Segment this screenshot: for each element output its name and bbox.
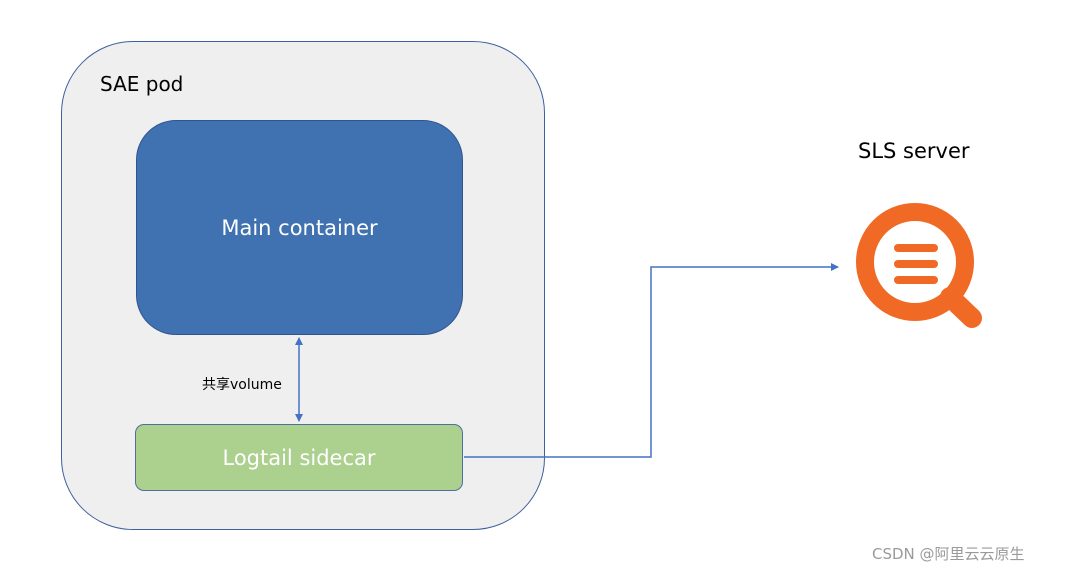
watermark: CSDN @阿里云云原生 [872,545,1025,563]
sls-magnifier-icon [856,203,982,328]
main-container-label: Main container [221,215,378,240]
sae-pod-label: SAE pod [100,72,184,96]
sidecar-to-server-arrow [464,263,839,458]
sls-server-label: SLS server [858,139,970,163]
logtail-sidecar-box: Logtail sidecar [135,424,463,491]
logtail-sidecar-label: Logtail sidecar [222,445,376,470]
shared-volume-label: 共享volume [202,377,282,393]
main-container-box: Main container [136,120,463,335]
